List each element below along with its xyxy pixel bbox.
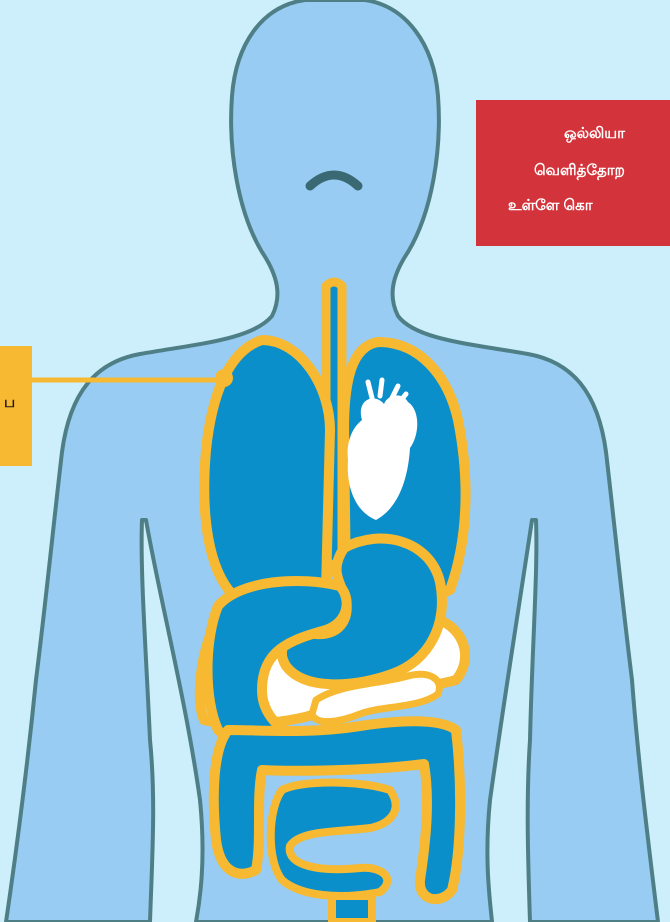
callout-right-line-2: வெளித்தோற	[534, 161, 625, 181]
callout-right-line-3: உள்ளே கொ	[508, 196, 593, 216]
callout-left: ப	[0, 346, 32, 466]
rectum	[332, 896, 372, 922]
callout-left-text: ப	[4, 394, 15, 413]
callout-right-line-1: ஒல்லியா	[564, 124, 625, 144]
callout-left-anchor	[215, 369, 233, 387]
callout-right: ஒல்லியா வெளித்தோற உள்ளே கொ	[476, 100, 670, 246]
